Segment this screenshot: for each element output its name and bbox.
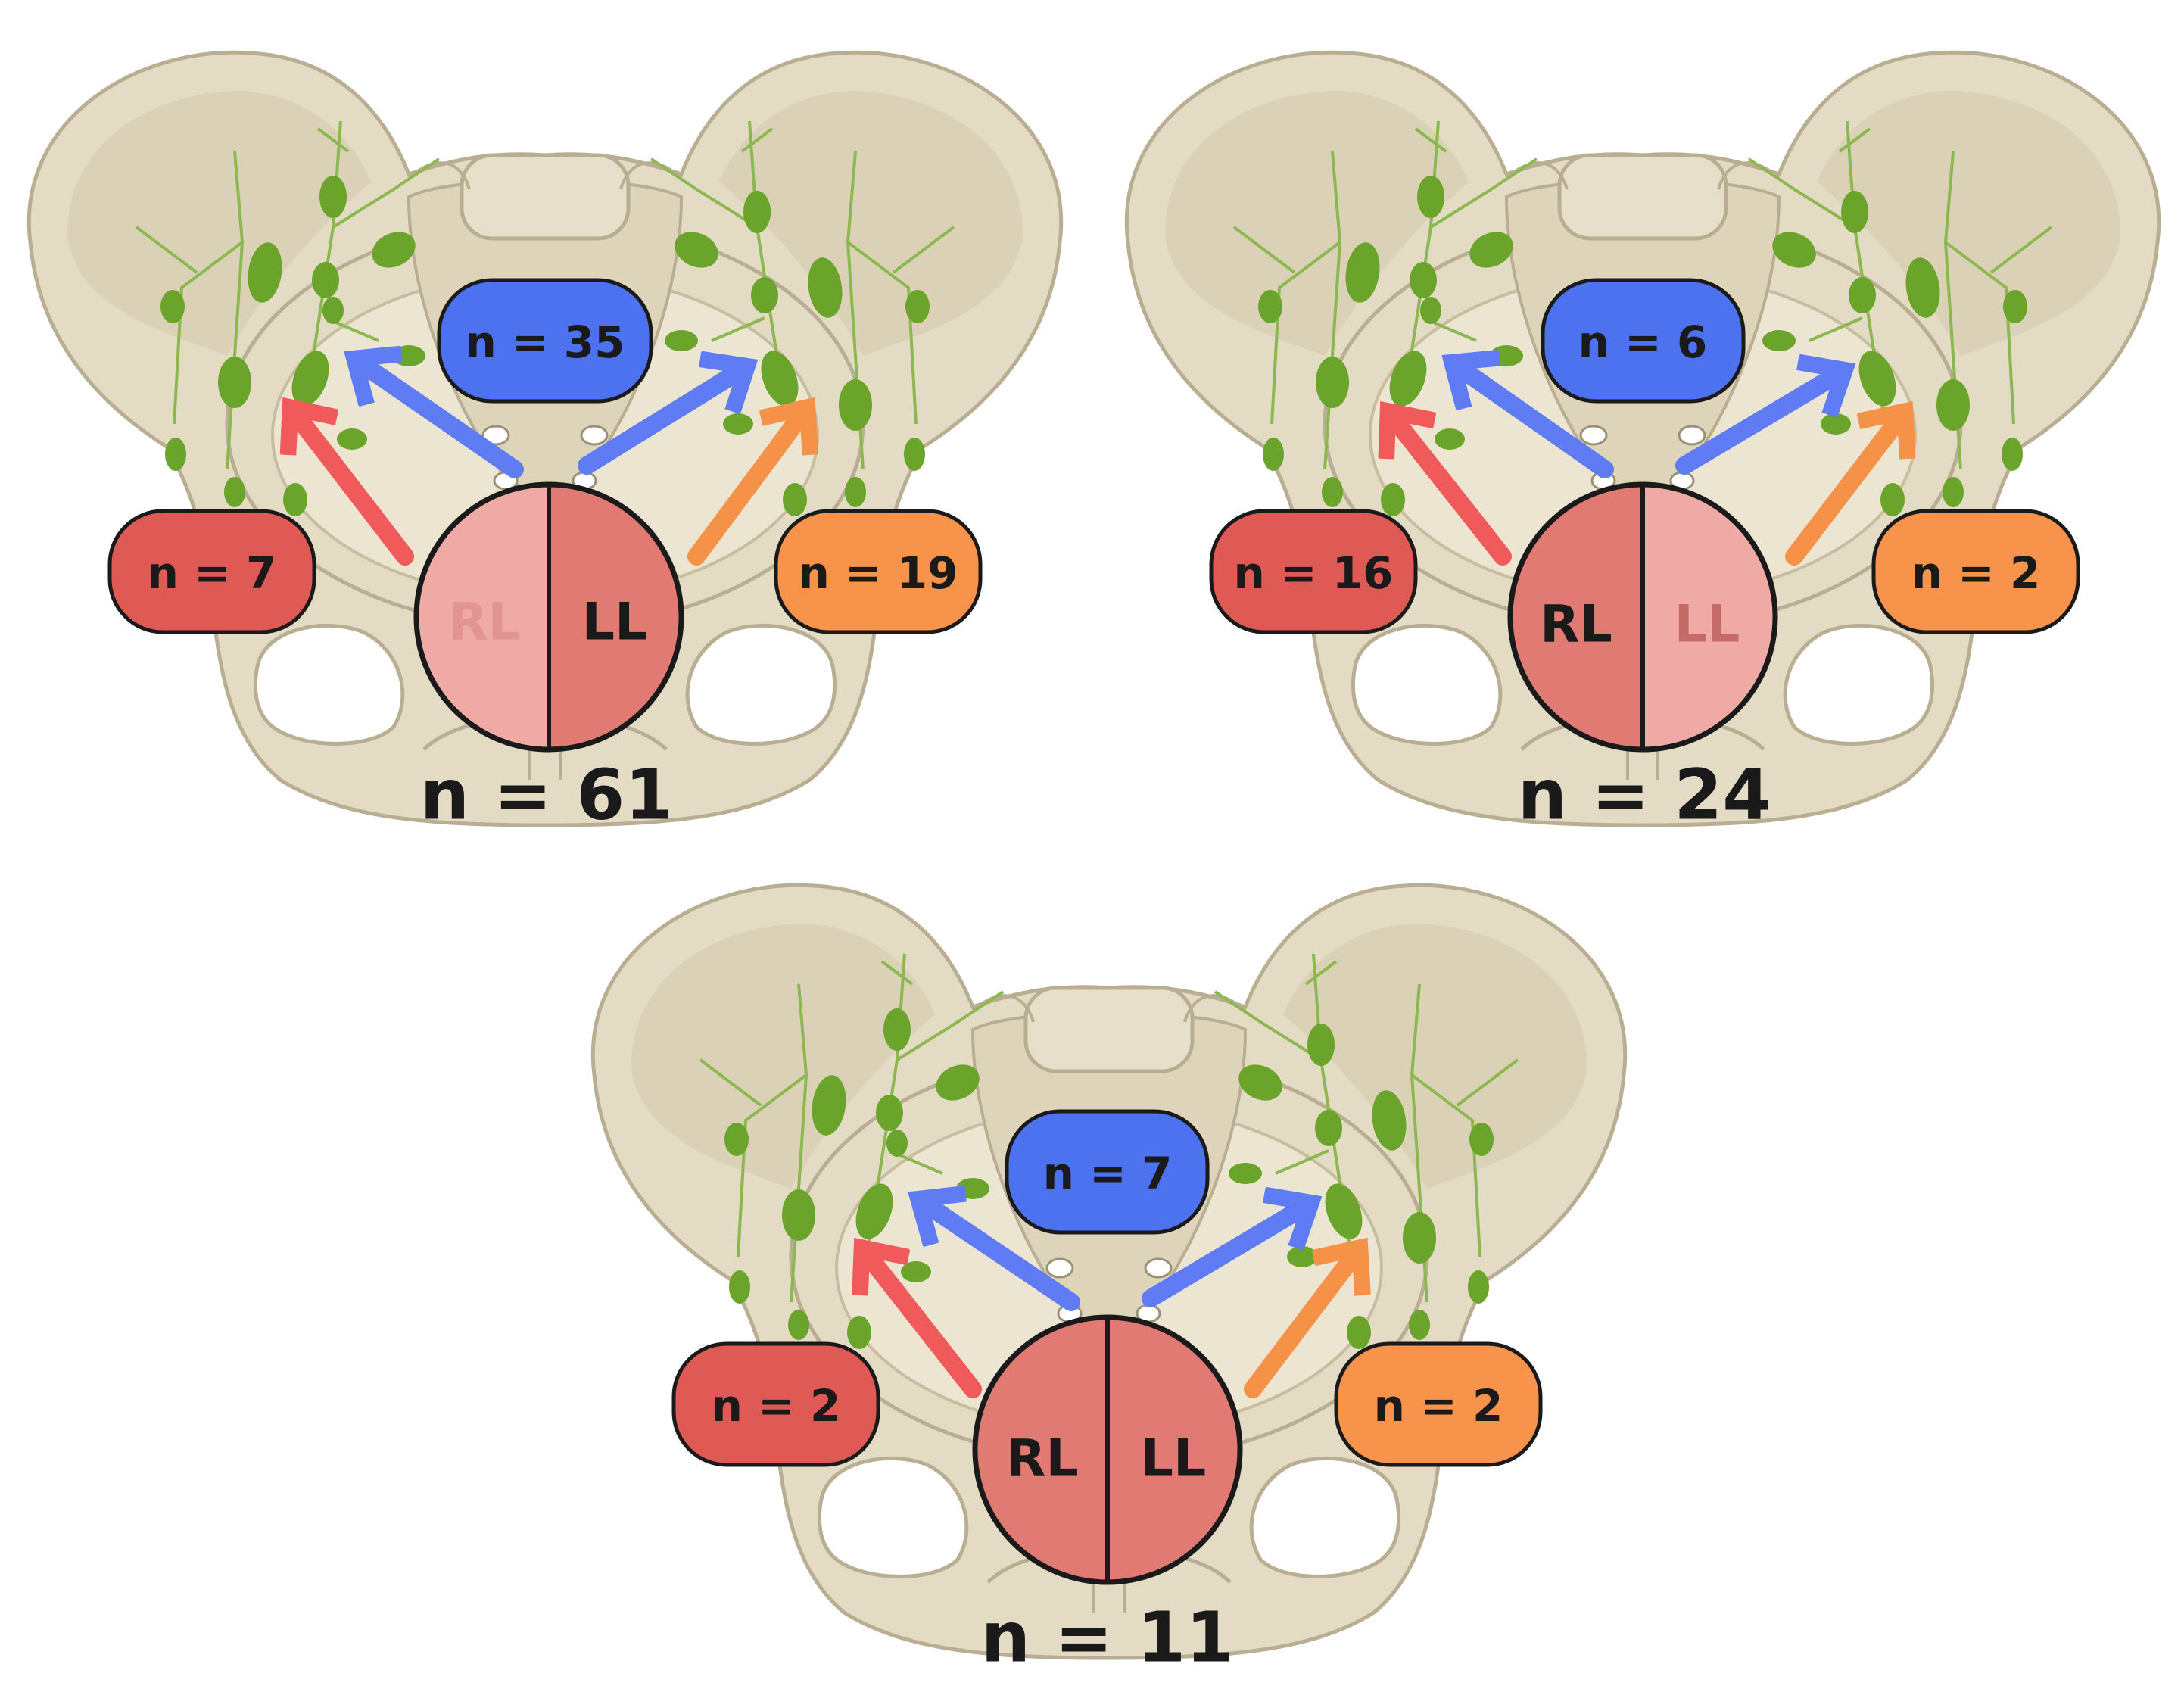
right-iliac-arrow	[291, 409, 414, 566]
left-lobe-label: LL	[1675, 595, 1740, 655]
panel-1: n = 35 n = 7 n = 19 RL LL n = 61	[29, 52, 1061, 836]
panel-total-label: n = 24	[1518, 755, 1771, 836]
presacral-left-arrow	[1453, 363, 1614, 478]
right-lobe-label: RL	[1006, 1429, 1079, 1489]
prostate-circle: RL LL	[413, 481, 684, 753]
right-count-badge: n = 7	[107, 509, 316, 634]
left-lobe-label: LL	[1141, 1429, 1207, 1489]
right-iliac-arrow	[1389, 413, 1512, 566]
left-lobe-active	[549, 485, 681, 749]
right-lobe-label: RL	[1540, 595, 1612, 655]
presacral-right-arrow	[578, 367, 746, 475]
left-count-badge: n = 2	[1334, 1341, 1543, 1467]
left-lobe-label: LL	[582, 593, 648, 653]
right-count-badge: n = 16	[1209, 509, 1418, 634]
left-lobe-inactive	[1643, 485, 1775, 749]
right-lobe-active	[1510, 485, 1643, 749]
right-count-label: n = 7	[148, 547, 277, 599]
left-iliac-arrow	[1244, 1249, 1359, 1398]
presacral-left-arrow	[356, 360, 524, 478]
presacral-right-arrow	[1675, 371, 1843, 475]
left-iliac-arrow	[1785, 413, 1904, 566]
left-count-label: n = 2	[1911, 547, 2041, 599]
left-count-label: n = 19	[799, 547, 958, 599]
right-count-label: n = 16	[1234, 547, 1394, 599]
presacral-count-badge: n = 35	[437, 278, 653, 404]
panel-total-label: n = 11	[981, 1597, 1235, 1678]
presacral-count-badge: n = 7	[1005, 1109, 1210, 1235]
left-lobe-active	[1108, 1317, 1240, 1582]
right-count-label: n = 2	[712, 1380, 841, 1432]
prostate-circle: RL LL	[972, 1314, 1243, 1585]
right-lobe-inactive	[416, 485, 549, 749]
presacral-count-label: n = 6	[1578, 316, 1708, 368]
right-lobe-active	[975, 1317, 1108, 1582]
panel-2: n = 6 n = 16 n = 2 RL LL n = 24	[1126, 52, 2158, 836]
left-count-label: n = 2	[1374, 1380, 1503, 1432]
panel-total-label: n = 61	[420, 755, 674, 836]
presacral-count-label: n = 7	[1043, 1148, 1173, 1199]
presacral-right-arrow	[1142, 1204, 1310, 1307]
right-count-badge: n = 2	[671, 1341, 880, 1467]
presacral-count-label: n = 35	[466, 316, 625, 368]
left-iliac-arrow	[687, 409, 806, 566]
panel-3: n = 7 n = 2 n = 2 RL LL n = 11	[593, 885, 1625, 1678]
presacral-count-badge: n = 6	[1541, 278, 1746, 404]
presacral-left-arrow	[920, 1200, 1080, 1311]
prostate-circle: RL LL	[1507, 481, 1778, 753]
right-lobe-label: RL	[448, 593, 521, 653]
right-iliac-arrow	[863, 1249, 982, 1398]
left-count-badge: n = 2	[1871, 509, 2080, 634]
left-count-badge: n = 19	[774, 509, 983, 634]
